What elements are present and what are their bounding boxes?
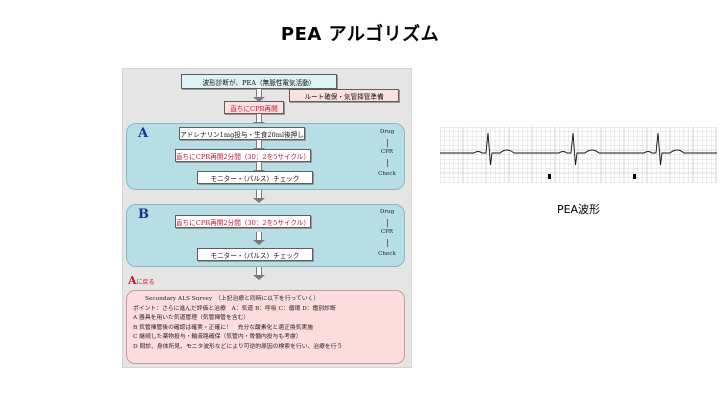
flow-box-monitor-check-a: モニター・（パルス）チェック [197, 171, 313, 184]
panel-b: B 直ちにCPR再開2分間（30：2を5サイクル） モニター・（パルス）チェック… [126, 204, 405, 267]
ecg-caption: PEA波形 [556, 203, 601, 216]
flow-box-cpr-restart: 直ちにCPR再開 [224, 101, 284, 114]
flow-box-adrenaline: アドレナリン1mg投与・生食20ml後押し [179, 127, 305, 140]
panel-b-letter: B [138, 207, 149, 222]
survey-heading: Secondary ALS Survey （上記治療と同時に以下を行っていく） [145, 296, 320, 302]
secondary-als-survey: Secondary ALS Survey （上記治療と同時に以下を行っていく） … [126, 290, 405, 364]
side-label-cpr: CPR [380, 229, 394, 235]
flow-arrow [253, 162, 265, 175]
flow-box-route-intubation: ルート確保・気管挿管準備 [289, 89, 399, 102]
return-to-a-label: Aに戻る [128, 274, 155, 287]
survey-line: C 継続した薬物投与・輸液路確保（気管内・骨髄内投与も考慮） [133, 334, 302, 341]
side-label-check: Check [378, 171, 396, 177]
return-to-a-letter: A [128, 274, 137, 287]
side-label-drug: Drug [379, 129, 395, 135]
survey-line: D 問診、身体所見、モニタ波形などにより可逆的原因の検索を行い、治療を行う [133, 343, 343, 350]
side-connector [387, 219, 388, 227]
side-label-check: Check [378, 251, 396, 257]
survey-line: ポイント：さらに進んだ評価と治療 A：気道 B：呼吸 C：循環 D：鑑別診断 [133, 305, 336, 312]
panel-a-letter: A [138, 126, 149, 141]
survey-line: A 器具を用いた気道管理（気管挿管を含む） [133, 315, 250, 322]
panel-a: A アドレナリン1mg投与・生食20ml後押し 直ちにCPR再開2分間（30：2… [126, 123, 405, 190]
flow-box-rhythm-diagnosis: 波形診断が、PEA（無脈性電気活動） [181, 74, 337, 89]
flow-arrow [253, 114, 265, 127]
flow-arrow [253, 140, 265, 153]
flow-box-cpr-2min-a: 直ちにCPR再開2分間（30：2を5サイクル） [175, 149, 311, 162]
survey-line: B 気管挿管後の確認は確実・正確に！ 充分な酸素化と適正換気実施 [133, 324, 314, 331]
pea-ecg-strip [440, 127, 717, 183]
slide-title: PEA アルゴリズム [280, 24, 440, 45]
ecg-trace [440, 132, 717, 166]
flow-box-monitor-check-b: モニター・（パルス）チェック [197, 248, 313, 261]
flow-box-cpr-2min-b: 直ちにCPR再開2分間（30：2を5サイクル） [175, 215, 311, 228]
pea-algorithm-flowchart: 波形診断が、PEA（無脈性電気活動） ルート確保・気管挿管準備 直ちにCPR再開… [122, 68, 412, 368]
flow-arrow [253, 89, 265, 102]
flow-arrow [253, 267, 265, 280]
ecg-grid [440, 127, 717, 183]
ecg-marker [633, 174, 636, 179]
side-connector [387, 159, 388, 167]
side-label-drug: Drug [379, 209, 395, 215]
ecg-marker [548, 174, 551, 179]
side-connector [387, 139, 388, 147]
side-label-cpr: CPR [380, 149, 394, 155]
flow-arrow [253, 232, 265, 245]
flow-arrow [253, 190, 265, 203]
side-connector [387, 239, 388, 247]
return-to-a-text: に戻る [136, 279, 155, 286]
